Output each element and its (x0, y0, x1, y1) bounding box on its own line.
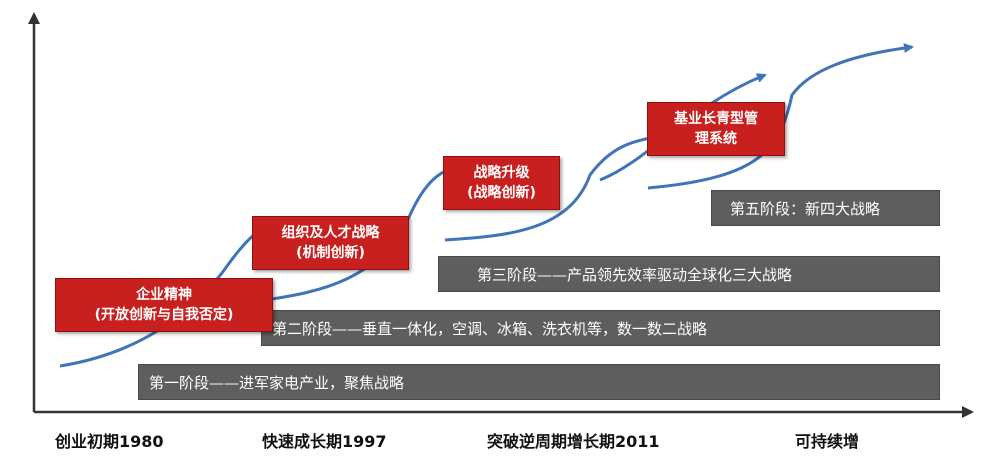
strategy-box-title: 企业精神 (136, 287, 192, 303)
strategy-box-subtitle: (战略创新) (467, 185, 536, 201)
strategy-box-title: 组织及人才战略 (281, 225, 380, 241)
strategy-box-enterprise-spirit: 企业精神 (开放创新与自我否定) (55, 278, 273, 332)
strategy-box-subtitle: 理系统 (695, 131, 737, 147)
growth-curve-5 (647, 43, 914, 190)
strategy-box-strategy-upgrade: 战略升级 (战略创新) (443, 156, 560, 210)
stage-bar-2: 第二阶段——垂直一体化，空调、冰箱、洗衣机等，数一数二战略 (261, 310, 940, 346)
strategy-box-management-system: 基业长青型管 理系统 (647, 102, 785, 156)
strategy-box-title: 基业长青型管 (674, 111, 758, 127)
stage-bar-1: 第一阶段——进军家电产业，聚焦战略 (138, 364, 940, 400)
strategy-box-subtitle: (开放创新与自我否定) (94, 307, 234, 323)
strategy-box-organization-talent: 组织及人才战略 (机制创新) (252, 216, 409, 270)
period-label-sustainable: 可持续增 (795, 432, 860, 451)
period-label-countercyclical: 突破逆周期增长期2011 (487, 432, 660, 451)
stage-bar-5: 第五阶段：新四大战略 (711, 190, 940, 226)
growth-curve-3 (444, 131, 670, 242)
period-label-startup: 创业初期1980 (55, 432, 164, 451)
stage-bar-3: 第三阶段——产品领先效率驱动全球化三大战略 (438, 256, 940, 292)
strategy-box-title: 战略升级 (473, 165, 530, 181)
strategy-box-subtitle: (机制创新) (296, 245, 365, 261)
period-label-rapid-growth: 快速成长期1997 (262, 432, 387, 451)
